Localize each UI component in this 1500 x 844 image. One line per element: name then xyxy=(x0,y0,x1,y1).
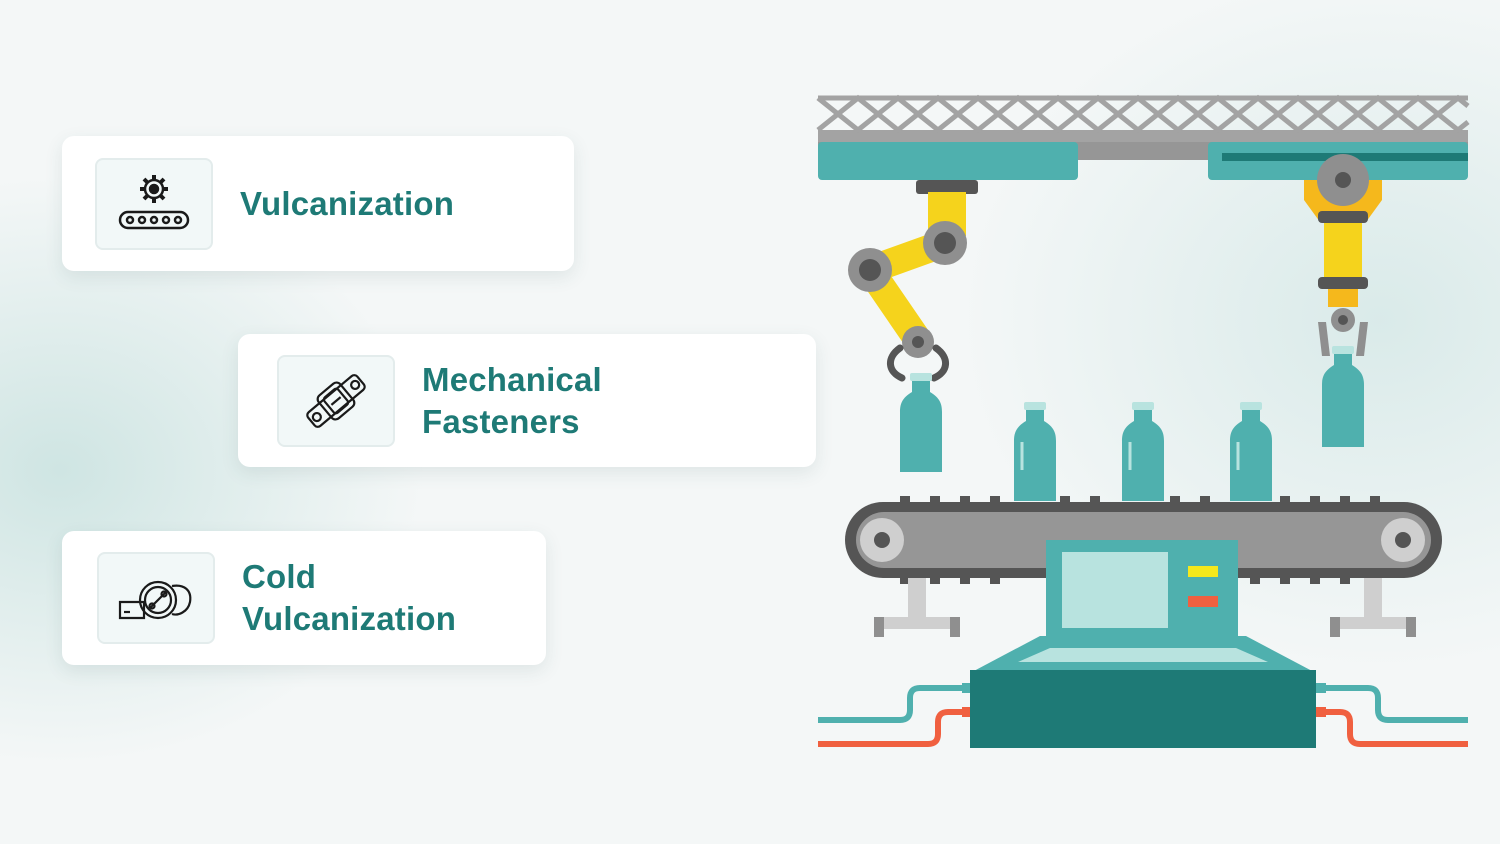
vulcanization-icon-box xyxy=(95,157,213,250)
cold-vulcanization-icon-box xyxy=(97,552,215,644)
conveyor-gear-icon xyxy=(118,174,190,229)
cold-vulcanization-card: Cold Vulcanization xyxy=(62,531,546,665)
vulcanization-card: Vulcanization xyxy=(62,136,574,271)
mechanical-fasteners-icon-box xyxy=(277,354,395,447)
fastener-plate-icon xyxy=(306,373,366,428)
cold-vulcanization-icon xyxy=(118,580,192,620)
cold-vulcanization-label: Cold Vulcanization xyxy=(242,558,457,637)
bottles xyxy=(900,346,1364,501)
mechanical-fasteners-card: Mechanical Fasteners xyxy=(238,334,816,467)
bottle-held-left xyxy=(900,373,942,472)
right-robot-arm xyxy=(1304,154,1382,356)
bottle-conveyor-2 xyxy=(1122,402,1164,501)
control-console xyxy=(970,540,1316,748)
vulcanization-label: Vulcanization xyxy=(240,184,455,222)
bottle-held-right xyxy=(1322,346,1364,447)
mechanical-fasteners-label: Mechanical Fasteners xyxy=(422,360,602,440)
bottle-conveyor-1 xyxy=(1014,402,1056,501)
pipes xyxy=(818,683,1468,747)
conveyor-legs xyxy=(874,578,1416,637)
left-robot-arm xyxy=(848,180,978,382)
bottle-conveyor-3 xyxy=(1230,402,1272,501)
overhead-truss xyxy=(816,94,1470,142)
rail-beam xyxy=(818,142,1468,180)
